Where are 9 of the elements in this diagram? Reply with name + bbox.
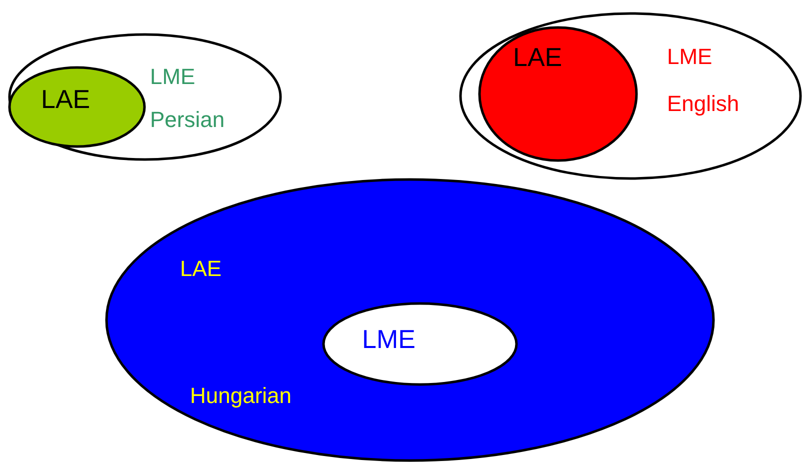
set-label: LME (150, 66, 196, 88)
set-label: LAE (41, 86, 90, 112)
set-label: LME (667, 46, 712, 68)
set-label: LME (362, 326, 416, 352)
set-label: Hungarian (190, 385, 292, 407)
set-label: LAE (513, 44, 562, 70)
set-label: English (667, 93, 740, 115)
set-label: LAE (180, 258, 222, 280)
set-label: Persian (150, 109, 225, 131)
